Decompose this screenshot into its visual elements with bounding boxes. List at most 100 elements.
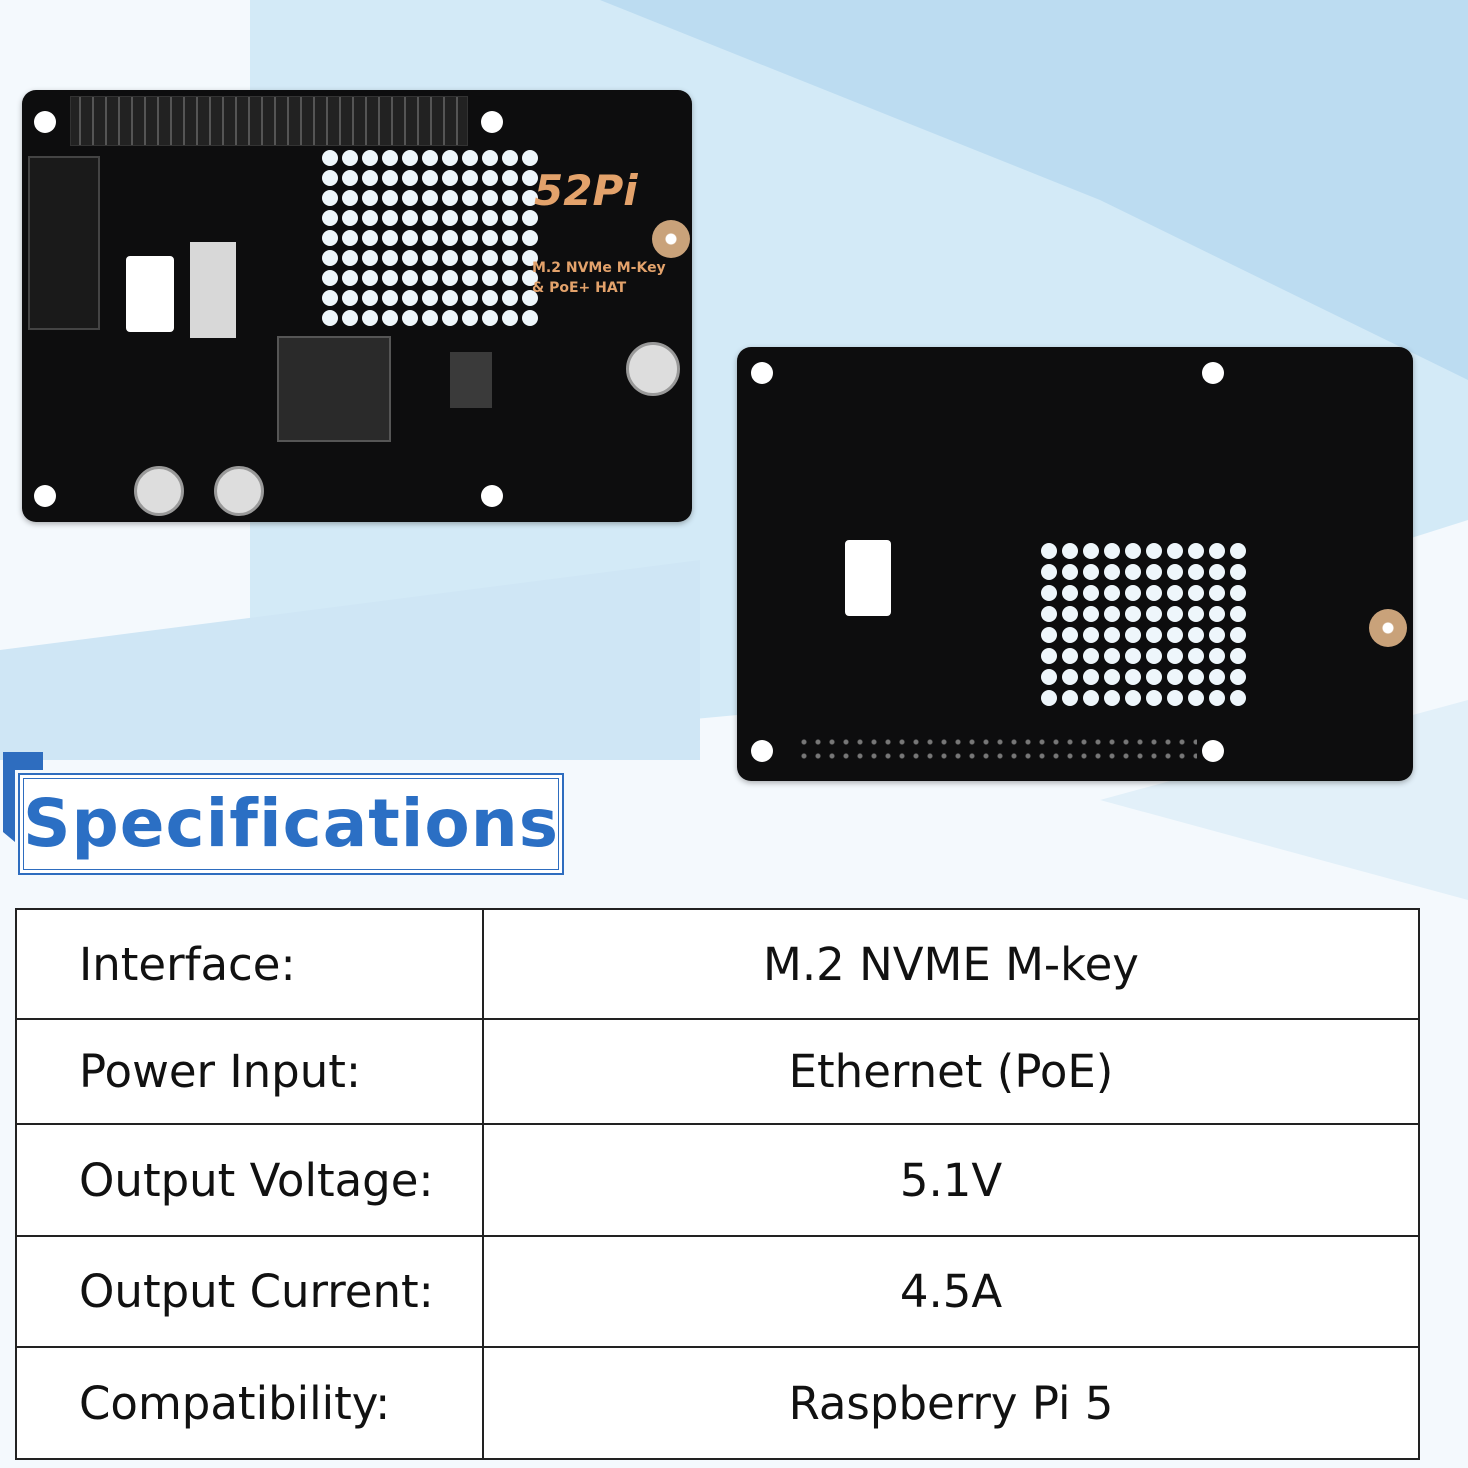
vent-hole [1167,669,1183,685]
vent-hole [502,210,518,226]
vent-hole [442,310,458,326]
vent-hole [442,270,458,286]
vent-hole [1125,669,1141,685]
vent-hole [362,210,378,226]
vent-hole [1146,648,1162,664]
mounting-hole [481,111,503,133]
vent-hole [1083,564,1099,580]
vent-hole [1062,606,1078,622]
vent-hole [322,170,338,186]
vent-hole [462,190,478,206]
vent-hole [342,310,358,326]
vent-hole [462,270,478,286]
vent-hole [1167,627,1183,643]
vent-hole [422,190,438,206]
vent-hole [1062,564,1078,580]
capacitor [214,466,264,516]
vent-hole [362,250,378,266]
vent-hole [462,230,478,246]
vent-hole [322,210,338,226]
vent-hole [1146,690,1162,706]
vent-hole [1188,543,1204,559]
specifications-header: Specifications [18,773,564,875]
vent-hole [462,210,478,226]
vent-hole [1209,606,1225,622]
vent-hole [1041,606,1057,622]
vent-hole [1125,564,1141,580]
vent-hole [1230,690,1246,706]
vent-hole [1209,690,1225,706]
vent-hole [1062,543,1078,559]
vent-hole [522,170,538,186]
vent-hole [402,270,418,286]
vent-hole [442,290,458,306]
vent-hole [362,310,378,326]
vent-hole [522,150,538,166]
spec-label: Output Voltage: [15,1123,484,1237]
vent-hole [342,230,358,246]
vent-holes [322,150,538,326]
mounting-hole [481,485,503,507]
vent-hole [1230,669,1246,685]
vent-hole [382,250,398,266]
vent-hole [362,270,378,286]
vent-hole [342,210,358,226]
hat-board-front: 52Pi M.2 NVMe M-Key & PoE+ HAT [22,90,692,522]
vent-hole [1125,690,1141,706]
vent-hole [422,230,438,246]
vent-hole [382,310,398,326]
vent-hole [402,250,418,266]
vent-hole [522,270,538,286]
vent-hole [422,210,438,226]
vent-hole [402,170,418,186]
vent-hole [342,150,358,166]
vent-hole [342,250,358,266]
table-row: Interface:M.2 NVME M-key [15,908,1420,1020]
vent-hole [482,230,498,246]
vent-hole [1104,585,1120,601]
vent-hole [1125,648,1141,664]
spec-label: Output Current: [15,1235,484,1348]
vent-hole [1125,543,1141,559]
vent-hole [1188,648,1204,664]
mounting-hole [751,740,773,762]
vent-hole [1167,690,1183,706]
table-row: Output Voltage:5.1V [15,1123,1420,1237]
capacitor [134,466,184,516]
vent-hole [422,150,438,166]
board-label: M.2 NVMe M-Key & PoE+ HAT [532,258,666,298]
vent-hole [422,270,438,286]
vent-hole [402,230,418,246]
vent-hole [482,150,498,166]
vent-hole [1062,690,1078,706]
vent-hole [382,210,398,226]
vent-hole [1167,543,1183,559]
transformer [277,336,391,442]
vent-hole [1146,627,1162,643]
vent-hole [1041,585,1057,601]
vent-hole [362,170,378,186]
vent-hole [1125,585,1141,601]
spec-value: 4.5A [482,1235,1420,1348]
vent-hole [1146,606,1162,622]
vent-hole [342,290,358,306]
vent-hole [1041,564,1057,580]
vent-hole [1209,669,1225,685]
vent-hole [1104,669,1120,685]
vent-hole [502,290,518,306]
vent-hole [482,170,498,186]
vent-hole [482,250,498,266]
vent-hole [1230,627,1246,643]
vent-hole [1041,543,1057,559]
vent-hole [1041,669,1057,685]
standoff [652,220,690,258]
vent-hole [502,230,518,246]
vent-hole [1083,606,1099,622]
vent-hole [422,310,438,326]
table-row: Compatibility:Raspberry Pi 5 [15,1346,1420,1460]
m2-slot [28,156,100,330]
mounting-hole [34,111,56,133]
vent-hole [1146,543,1162,559]
vent-hole [442,250,458,266]
vent-hole [1062,669,1078,685]
